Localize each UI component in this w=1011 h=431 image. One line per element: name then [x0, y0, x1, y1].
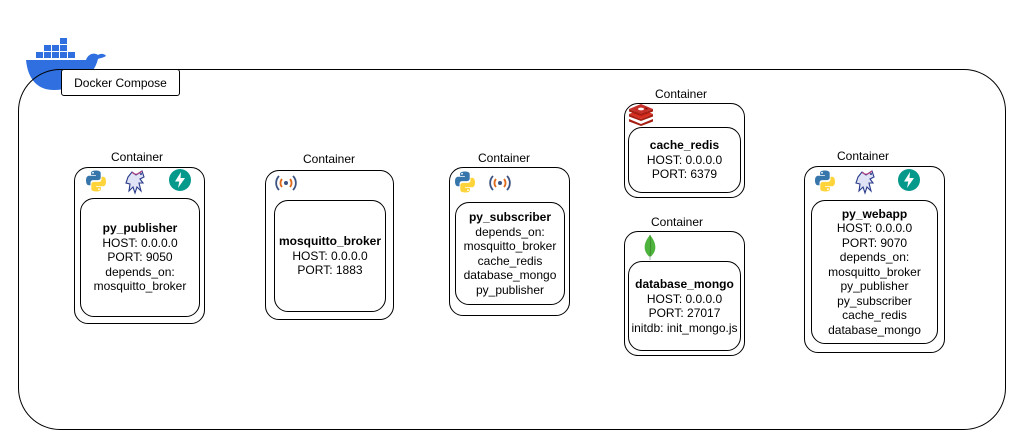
- service-dependency: database_mongo: [828, 322, 921, 337]
- service-name: cache_redis: [649, 138, 720, 153]
- container-title-cache-redis: Container: [654, 87, 708, 101]
- service-dependency: mosquitto_broker: [463, 239, 557, 253]
- service-dependency: py_subscriber: [837, 293, 912, 308]
- python-icon: [84, 169, 108, 193]
- service-port: PORT: 9070: [841, 235, 908, 250]
- service-box-py-webapp: py_webapp HOST: 0.0.0.0 PORT: 9070 depen…: [811, 200, 938, 344]
- mosquitto-icon: [488, 171, 512, 195]
- python-icon: [813, 169, 837, 193]
- python-icon: [453, 170, 477, 194]
- service-port: PORT: 9050: [107, 250, 173, 265]
- service-port: PORT: 6379: [651, 167, 718, 182]
- fastapi-pegasus-icon: [853, 169, 879, 195]
- service-host: HOST: 0.0.0.0: [102, 235, 178, 250]
- service-name: py_webapp: [841, 206, 908, 221]
- redis-icon: [628, 104, 654, 126]
- service-host: HOST: 0.0.0.0: [836, 221, 913, 236]
- service-host: HOST: 0.0.0.0: [646, 152, 723, 167]
- service-dependency: cache_redis: [477, 253, 543, 268]
- service-name: py_publisher: [102, 221, 178, 236]
- container-title-mosquitto-broker: Container: [302, 152, 356, 166]
- service-name: mosquitto_broker: [278, 234, 381, 249]
- service-box-database-mongo: database_mongo HOST: 0.0.0.0 PORT: 27017…: [628, 261, 741, 351]
- service-host: HOST: 0.0.0.0: [292, 248, 368, 263]
- container-title-py-subscriber: Container: [477, 151, 531, 165]
- container-title-py-publisher: Container: [110, 150, 164, 164]
- service-initdb: initdb: init_mongo.js: [631, 320, 738, 335]
- docker-compose-label: Docker Compose: [61, 69, 180, 96]
- container-title-py-webapp: Container: [836, 149, 890, 163]
- service-dependency: mosquitto_broker: [93, 279, 187, 294]
- service-dependency: py_publisher: [475, 282, 545, 297]
- service-dependency: py_publisher: [840, 279, 909, 294]
- mosquitto-icon: [274, 171, 298, 195]
- service-box-py-publisher: py_publisher HOST: 0.0.0.0 PORT: 9050 de…: [80, 198, 200, 317]
- fastapi-lightning-icon: [168, 168, 192, 192]
- service-host: HOST: 0.0.0.0: [646, 291, 723, 306]
- service-dependency: database_mongo: [463, 268, 557, 282]
- service-depends-label: depends_on:: [475, 224, 545, 239]
- service-box-mosquitto-broker: mosquitto_broker HOST: 0.0.0.0 PORT: 188…: [274, 200, 386, 312]
- service-depends-label: depends_on:: [839, 250, 910, 265]
- service-name: py_subscriber: [468, 210, 552, 224]
- mongodb-leaf-icon: [638, 234, 662, 260]
- fastapi-pegasus-icon: [123, 169, 149, 195]
- service-box-cache-redis: cache_redis HOST: 0.0.0.0 PORT: 6379: [628, 127, 741, 193]
- docker-compose-frame: [18, 69, 1006, 430]
- service-box-py-subscriber: py_subscriber depends_on: mosquitto_brok…: [455, 202, 565, 305]
- fastapi-lightning-icon: [897, 168, 921, 192]
- service-port: PORT: 27017: [648, 306, 721, 320]
- service-dependency: mosquitto_broker: [828, 264, 921, 279]
- service-depends-label: depends_on:: [105, 264, 175, 279]
- container-title-database-mongo: Container: [650, 215, 704, 229]
- service-dependency: cache_redis: [842, 308, 907, 323]
- service-name: database_mongo: [635, 277, 734, 291]
- service-port: PORT: 1883: [297, 263, 363, 278]
